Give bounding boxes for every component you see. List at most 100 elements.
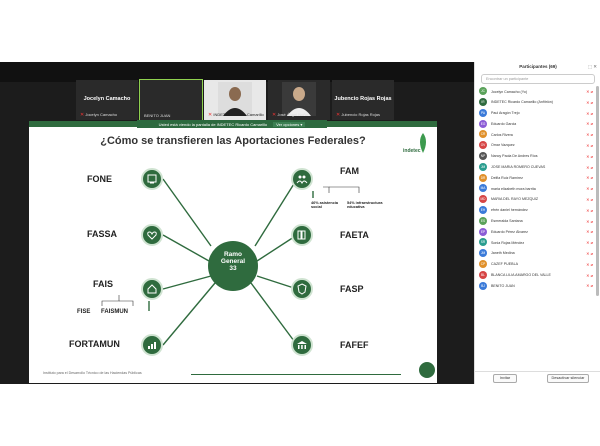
footer-logo-dot <box>419 362 435 378</box>
mic-muted-icon[interactable]: ✕ ⌀ <box>586 175 593 181</box>
mic-muted-icon[interactable]: ✕ ⌀ <box>586 186 593 192</box>
participant-name: Omar Vazquez <box>491 143 515 148</box>
participant-list: JC Jocelyn Camacho (Yo) ✕ ⌀ IR INDETEC Ricar… <box>475 86 595 291</box>
slide-title: ¿Cómo se transfieren las Aportaciones Fe… <box>100 135 366 147</box>
participant-name: Paul Aragón Trejo <box>491 111 520 116</box>
mic-muted-icon[interactable]: ✕ ⌀ <box>586 261 593 267</box>
person-avatar-icon <box>282 82 316 116</box>
participant-name: maria elizabeth mora barrita <box>491 186 536 191</box>
avatar: CP <box>479 260 487 269</box>
fortamun-circle <box>141 334 163 356</box>
tile-name: Jubencio Rojas Rojas <box>334 96 392 102</box>
participant-row[interactable]: MD MARIA DEL RAYO MEZQUIZ ✕ ⌀ <box>475 194 595 205</box>
tile-label: ✕ Jocelyn Camacho <box>80 112 118 118</box>
subfund-faismun: FAISMUN <box>101 309 128 315</box>
books-icon <box>297 230 306 240</box>
fund-fortamun: FORTAMUN <box>69 339 120 349</box>
avatar: MA <box>479 184 487 193</box>
participant-name: Nancy Paola De Andres Ríos <box>491 154 538 159</box>
tile-label: ✕ INDETEC Ricardo Camarillo <box>208 112 264 118</box>
fund-fam: FAM <box>340 166 359 176</box>
participant-name: INDETEC Ricardo Camarillo (Anfitrión) <box>491 100 553 105</box>
logo-text: indetec <box>403 148 421 154</box>
participant-scrollbar[interactable] <box>596 86 599 296</box>
mic-muted-icon[interactable]: ✕ ⌀ <box>586 121 593 127</box>
mic-muted-icon[interactable]: ✕ ⌀ <box>586 272 593 278</box>
avatar: BJ <box>479 281 487 290</box>
mic-muted-icon[interactable]: ✕ ⌀ <box>586 89 593 94</box>
avatar: IR <box>479 98 487 107</box>
mic-muted-icon[interactable]: ✕ ⌀ <box>586 207 593 213</box>
avatar: JC <box>479 87 487 96</box>
participant-row[interactable]: IR INDETEC Ricardo Camarillo (Anfitrión) ✕… <box>475 97 595 108</box>
tile-label: ✕ Jubencio Rojas Rojas <box>336 112 381 118</box>
mic-muted-icon[interactable]: ✕ ⌀ <box>586 142 593 148</box>
participant-row[interactable]: JC Jocelyn Camacho (Yo) ✕ ⌀ <box>475 86 595 97</box>
footer-divider <box>191 374 401 375</box>
police-badge-icon <box>297 283 307 295</box>
mic-muted-icon[interactable]: ✕ ⌀ <box>586 229 593 235</box>
avatar: CR <box>479 130 487 139</box>
participant-name: JOSE MARIA ROMERO CUEVAS <box>491 165 546 170</box>
fam-note-educativa: 54% infraestructura educativa <box>347 201 383 209</box>
participant-name: Esmeralda Santana <box>491 219 523 224</box>
participant-row[interactable]: ES Esmeralda Santana ✕ ⌀ <box>475 216 595 227</box>
mic-muted-icon[interactable]: ✕ ⌀ <box>586 196 593 202</box>
fone-circle <box>141 168 163 190</box>
participant-name: BENITO JUAN <box>491 283 515 288</box>
fund-faeta: FAETA <box>340 230 369 240</box>
mic-muted-icon[interactable]: ✕ ⌀ <box>586 99 593 105</box>
mic-muted-icon[interactable]: ✕ ⌀ <box>586 218 593 224</box>
video-tile-2[interactable]: BENITO JUAN <box>139 79 203 121</box>
mic-muted-icon[interactable]: ✕ ⌀ <box>586 132 593 138</box>
mic-muted-icon[interactable]: ✕ ⌀ <box>586 153 593 159</box>
panel-window-controls[interactable]: ⬚ ✕ <box>587 64 597 69</box>
participant-name: Eduardo Pérez Álvarez <box>491 229 528 234</box>
mic-muted-icon[interactable]: ✕ ⌀ <box>586 110 593 116</box>
participant-row[interactable]: NP Nancy Paola De Andres Ríos ✕ ⌀ <box>475 151 595 162</box>
view-options-button[interactable]: Ver opciones ▾ <box>273 121 306 127</box>
people-icon <box>296 175 308 185</box>
video-tile-1[interactable]: Jocelyn Camacho ✕ Jocelyn Camacho <box>76 80 138 120</box>
invite-button[interactable]: Invitar <box>493 374 517 383</box>
screen-share-banner: Usted está viendo la pantalla de INDETEC… <box>137 120 327 128</box>
video-tile-4[interactable]: ✕ José Ángel Nuño <box>268 80 330 120</box>
participant-row[interactable]: BJ BENITO JUAN ✕ ⌀ <box>475 280 595 291</box>
tile-label: BENITO JUAN <box>144 113 171 118</box>
participant-name: Carlos Rivera <box>491 132 513 137</box>
mic-muted-icon[interactable]: ✕ ⌀ <box>586 250 593 256</box>
mic-muted-icon: ✕ <box>80 112 85 118</box>
participant-row[interactable]: CR Carlos Rivera ✕ ⌀ <box>475 129 595 140</box>
avatar: ES <box>479 216 487 225</box>
house-icon <box>147 284 157 294</box>
mic-muted-icon[interactable]: ✕ ⌀ <box>586 240 593 246</box>
participant-search-input[interactable]: Encontrar un participante <box>481 74 595 84</box>
avatar: NP <box>479 152 487 161</box>
mute-all-button[interactable]: Desactivar silenciar <box>547 374 589 383</box>
mic-muted-icon[interactable]: ✕ ⌀ <box>586 283 593 289</box>
participant-name: Jocelyn Camacho (Yo) <box>491 89 528 94</box>
video-tile-5[interactable]: Jubencio Rojas Rojas ✕ Jubencio Rojas Ro… <box>332 80 394 120</box>
video-tile-3[interactable]: ✕ INDETEC Ricardo Camarillo <box>204 80 266 120</box>
fafef-circle <box>291 334 313 356</box>
share-banner-text: Usted está viendo la pantalla de INDETEC… <box>158 121 268 127</box>
participant-row[interactable]: MA maria elizabeth mora barrita ✕ ⌀ <box>475 183 595 194</box>
top-strip <box>0 62 474 82</box>
participant-name: MARIA DEL RAYO MEZQUIZ <box>491 197 539 202</box>
mic-muted-icon: ✕ <box>336 112 341 118</box>
mic-muted-icon[interactable]: ✕ ⌀ <box>586 164 593 170</box>
avatar: MD <box>479 195 487 204</box>
slide-footer: Instituto para el Desarrollo Técnico de … <box>43 371 142 375</box>
participant-name: Delfia Ruiz Ramírez <box>491 175 523 180</box>
